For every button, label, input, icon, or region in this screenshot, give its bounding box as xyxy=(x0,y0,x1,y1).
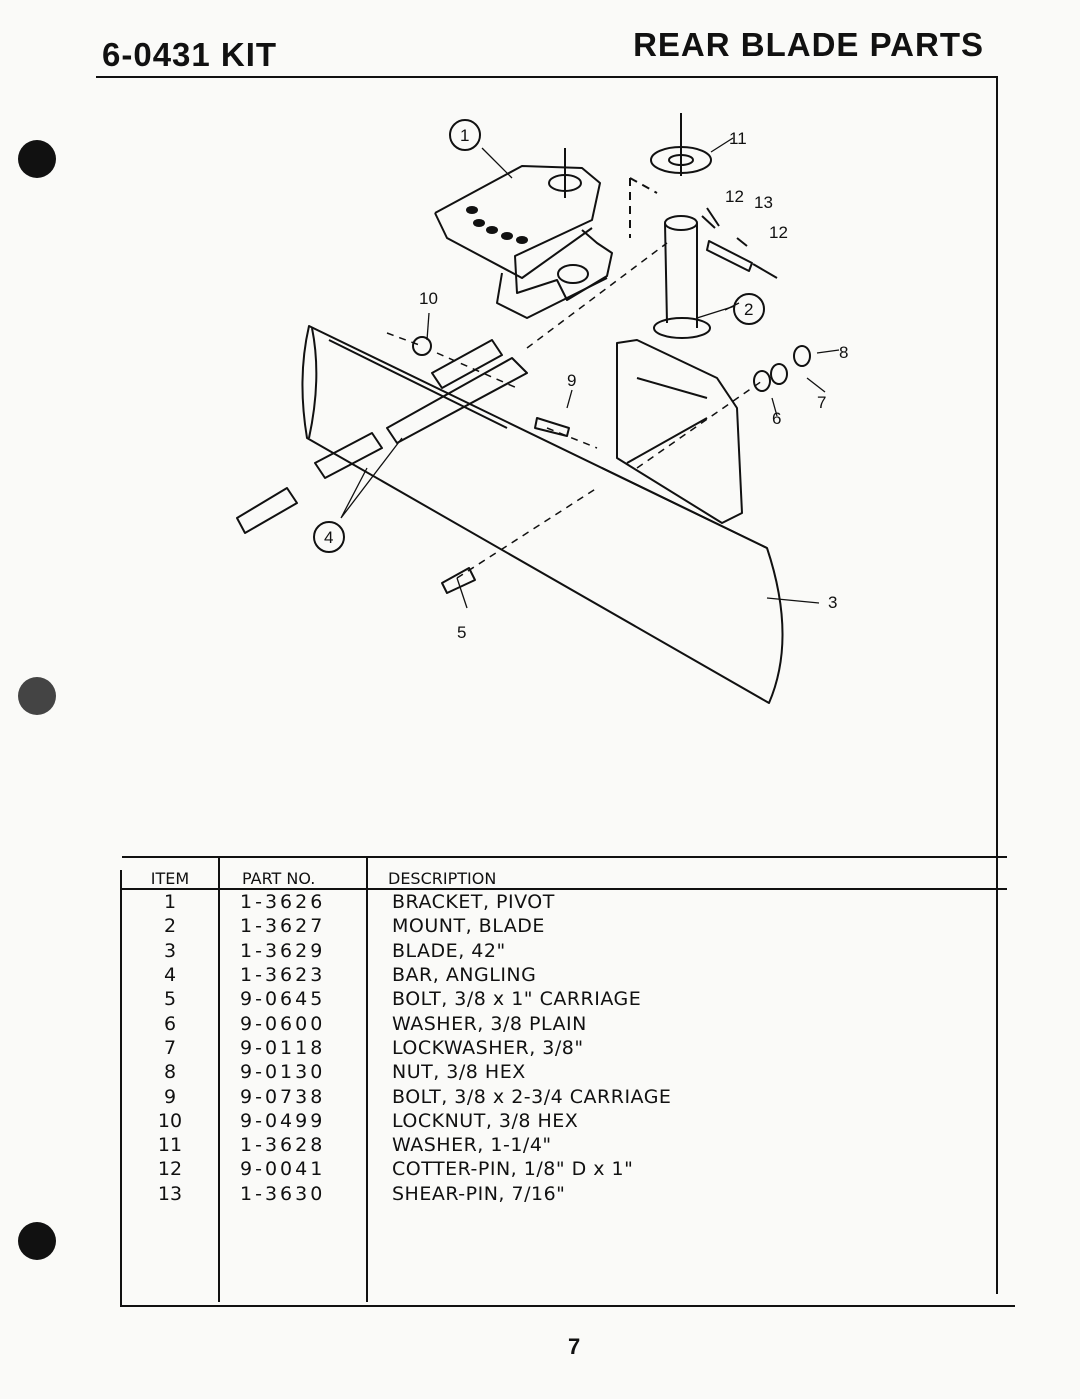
leader-lines xyxy=(340,137,840,609)
blade-mount-drawing xyxy=(616,113,743,524)
callout-label: 10 xyxy=(419,289,438,308)
item-number: 3 xyxy=(122,938,220,963)
part-description: BOLT, 3/8 x 2-3/4 CARRIAGE xyxy=(392,1085,672,1108)
callout-label: 12 xyxy=(725,187,744,206)
callout-label: 1 xyxy=(460,126,469,145)
section-title: REAR BLADE PARTS xyxy=(633,26,984,63)
part-number: 1-3629 xyxy=(219,938,368,963)
table-bottom-rule xyxy=(120,1305,1015,1307)
part-number: 1-3627 xyxy=(219,914,368,939)
col-header-item: ITEM xyxy=(122,856,220,890)
shear-pin-drawing xyxy=(701,207,778,279)
angling-bar-drawing xyxy=(236,339,528,534)
part-description: SHEAR-PIN, 7/16" xyxy=(392,1182,566,1205)
pivot-bracket-drawing xyxy=(434,148,613,319)
hardware-drawing xyxy=(412,336,811,594)
exploded-parts-diagram: 1 2 3 4 5 6 7 8 9 10 11 12 13 12 xyxy=(236,113,848,704)
kit-title: 6-0431 KIT xyxy=(102,36,278,73)
assembly-lines xyxy=(386,242,763,579)
binder-hole xyxy=(18,677,56,715)
binder-hole xyxy=(18,140,56,178)
item-number: 13 xyxy=(122,1181,220,1206)
part-number: 1-3623 xyxy=(219,962,368,988)
item-number: 10 xyxy=(122,1108,220,1133)
item-number: 1 xyxy=(122,889,220,915)
part-description: LOCKWASHER, 3/8" xyxy=(392,1036,584,1059)
callout-label: 4 xyxy=(324,528,333,547)
part-number: 1-3628 xyxy=(219,1132,368,1158)
part-number: 9-0118 xyxy=(219,1035,368,1061)
binder-hole xyxy=(18,1222,56,1260)
blade-drawing xyxy=(301,325,784,704)
part-description: NUT, 3/8 HEX xyxy=(392,1061,526,1084)
table-left-rule xyxy=(120,870,122,1307)
callout-label: 13 xyxy=(754,193,773,212)
item-number: 11 xyxy=(122,1132,220,1158)
callout-label: 3 xyxy=(828,593,837,612)
part-description: MOUNT, BLADE xyxy=(392,915,545,938)
item-number: 6 xyxy=(122,1011,220,1036)
part-description: BOLT, 3/8 x 1" CARRIAGE xyxy=(392,988,642,1011)
part-description: BLADE, 42" xyxy=(392,939,506,962)
part-number: 9-0738 xyxy=(219,1084,368,1109)
col-header-part-no: PART NO. xyxy=(219,856,368,890)
part-number: 1-3630 xyxy=(219,1181,368,1206)
col-header-description: DESCRIPTION xyxy=(367,856,1007,890)
part-number: 9-0041 xyxy=(219,1157,368,1182)
part-number: 1-3626 xyxy=(219,889,368,915)
callout-label: 11 xyxy=(729,129,747,148)
part-number: 9-0600 xyxy=(219,1011,368,1036)
table-header-row: ITEM PART NO. DESCRIPTION xyxy=(122,856,1007,890)
table-filler-row xyxy=(122,1205,1007,1302)
item-number: 2 xyxy=(122,914,220,939)
callout-label: 12 xyxy=(769,223,788,242)
part-number: 9-0499 xyxy=(219,1108,368,1133)
part-description: WASHER, 1-1/4" xyxy=(392,1134,552,1157)
callout-label: 7 xyxy=(817,393,826,412)
bracket-holes xyxy=(466,206,528,244)
item-number: 12 xyxy=(122,1157,220,1182)
part-description: COTTER-PIN, 1/8" D x 1" xyxy=(392,1158,634,1181)
item-number: 8 xyxy=(122,1060,220,1085)
part-description: BRACKET, PIVOT xyxy=(392,891,555,914)
part-description: BAR, ANGLING xyxy=(392,964,537,987)
callout-label: 5 xyxy=(457,623,466,642)
callout-label: 6 xyxy=(772,409,781,428)
item-number: 5 xyxy=(122,987,220,1012)
callout-label: 2 xyxy=(744,300,753,319)
callout-label: 8 xyxy=(839,343,848,362)
part-description: LOCKNUT, 3/8 HEX xyxy=(392,1109,579,1132)
item-number: 4 xyxy=(122,962,220,988)
page-number: 7 xyxy=(568,1334,581,1359)
part-number: 9-0130 xyxy=(219,1060,368,1085)
part-number: 9-0645 xyxy=(219,987,368,1012)
callout-label: 9 xyxy=(567,371,576,390)
part-description: WASHER, 3/8 PLAIN xyxy=(392,1012,587,1035)
diagram-frame xyxy=(96,76,998,1294)
item-number: 9 xyxy=(122,1084,220,1109)
item-number: 7 xyxy=(122,1035,220,1061)
